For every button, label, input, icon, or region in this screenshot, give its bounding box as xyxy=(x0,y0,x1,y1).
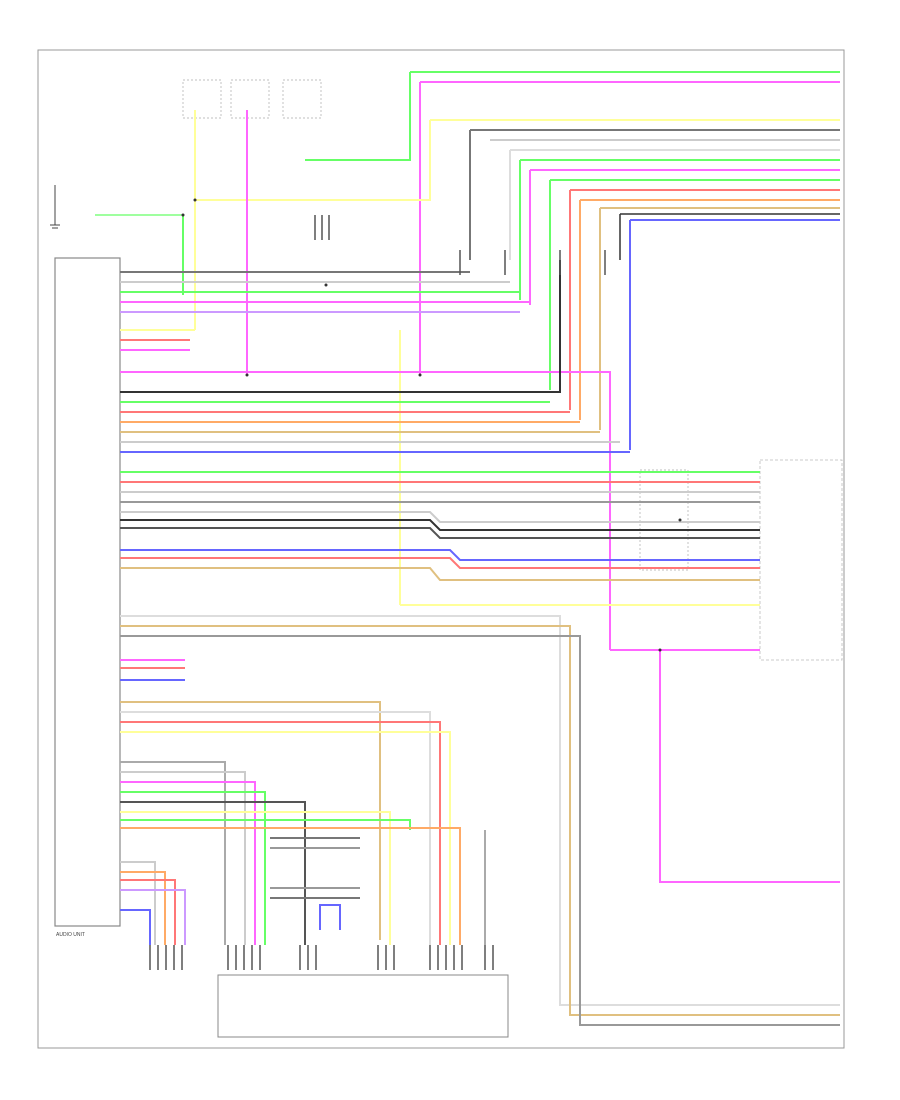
wire-low-lgrey-3 xyxy=(120,861,156,945)
top-connector-pins xyxy=(314,215,606,275)
wire-mid-black-2 xyxy=(120,527,760,539)
wire-mid-tan-b xyxy=(120,625,840,1016)
wire-group-lower xyxy=(120,659,486,945)
wire-unit-grey-2 xyxy=(120,371,611,650)
speaker-connector-box xyxy=(639,469,689,571)
wire-low-blue-3 xyxy=(319,904,341,930)
wire-blue-top xyxy=(629,219,840,450)
wire-mid-lgrey-a xyxy=(120,615,840,1006)
wire-low-yellow-2 xyxy=(120,811,391,945)
splice-dot xyxy=(678,518,682,522)
fuse-box-2 xyxy=(230,79,270,119)
wire-low-black xyxy=(120,761,226,945)
fuse-box-3 xyxy=(282,79,322,119)
wire-low-orange-long xyxy=(120,701,381,940)
diagram-border xyxy=(37,49,845,1049)
pin-group-1 xyxy=(149,945,183,970)
bottom-box-left xyxy=(217,974,509,1038)
fuse-box-1 xyxy=(182,79,222,119)
wire-low-lgrey xyxy=(120,711,431,945)
wire-green-3 xyxy=(549,179,840,390)
wire-low-yellow xyxy=(120,731,451,945)
wire-yellow-top xyxy=(195,119,840,201)
wire-low-lgrey-2 xyxy=(120,771,246,945)
wire-pink-2 xyxy=(529,169,840,305)
splice-dot xyxy=(658,648,662,652)
wire-group-unit xyxy=(120,260,630,650)
wire-green-vertical-1 xyxy=(305,72,411,161)
wire-mid-blue xyxy=(120,549,760,561)
wire-low-red-3 xyxy=(120,879,176,945)
splice-dot xyxy=(245,373,249,377)
wire-low-red-long xyxy=(120,721,441,945)
wire-red-top xyxy=(569,189,840,410)
wire-low-black-2 xyxy=(120,801,306,945)
wire-mid-tan xyxy=(120,567,760,581)
wire-low-tan-2 xyxy=(120,871,166,945)
wire-low-green-2 xyxy=(120,791,266,945)
ground-symbol xyxy=(50,185,60,229)
pin-group-5 xyxy=(429,945,463,970)
audio-unit-label: AUDIO UNIT xyxy=(56,932,85,938)
audio-unit-box xyxy=(54,257,121,927)
wire-tan-top xyxy=(599,207,840,430)
wire-green-2 xyxy=(519,159,840,300)
wire-orange-top xyxy=(579,199,840,420)
wire-low-blue-2 xyxy=(120,909,151,945)
wire-low-orange-2 xyxy=(120,827,461,945)
wire-unit-black-1 xyxy=(120,260,561,393)
pin-group-4 xyxy=(377,945,395,970)
wire-unit-yellow-1 xyxy=(120,329,401,605)
wire-group-middle xyxy=(120,471,840,1026)
pin-group-6 xyxy=(484,945,494,970)
wire-mid-grey-c xyxy=(120,635,840,1026)
connector-pins xyxy=(149,945,494,970)
pin-group-3 xyxy=(299,945,317,970)
wire-mid-lgrey-2 xyxy=(120,511,760,523)
splice-dots xyxy=(181,198,682,652)
wire-mid-pink-down xyxy=(659,650,840,883)
wire-mid-red-2 xyxy=(120,557,760,569)
wire-group-top xyxy=(95,71,840,450)
grounds-symbol-top xyxy=(314,215,330,240)
top-pins-1 xyxy=(459,250,606,275)
splice-dot xyxy=(418,373,422,377)
right-module-box xyxy=(759,459,843,661)
wire-lightgrey-2 xyxy=(509,149,840,260)
wire-black-top xyxy=(619,213,840,260)
wire-grey-top xyxy=(469,129,840,260)
splice-dot xyxy=(193,198,197,202)
splice-dot xyxy=(324,283,328,287)
wire-low-lilac xyxy=(120,889,186,945)
pin-group-2 xyxy=(227,945,261,970)
wire-mid-black-1 xyxy=(120,519,760,531)
splice-dot xyxy=(181,213,185,217)
wire-low-green-3 xyxy=(120,819,411,830)
wire-low-pink-2 xyxy=(120,781,256,945)
